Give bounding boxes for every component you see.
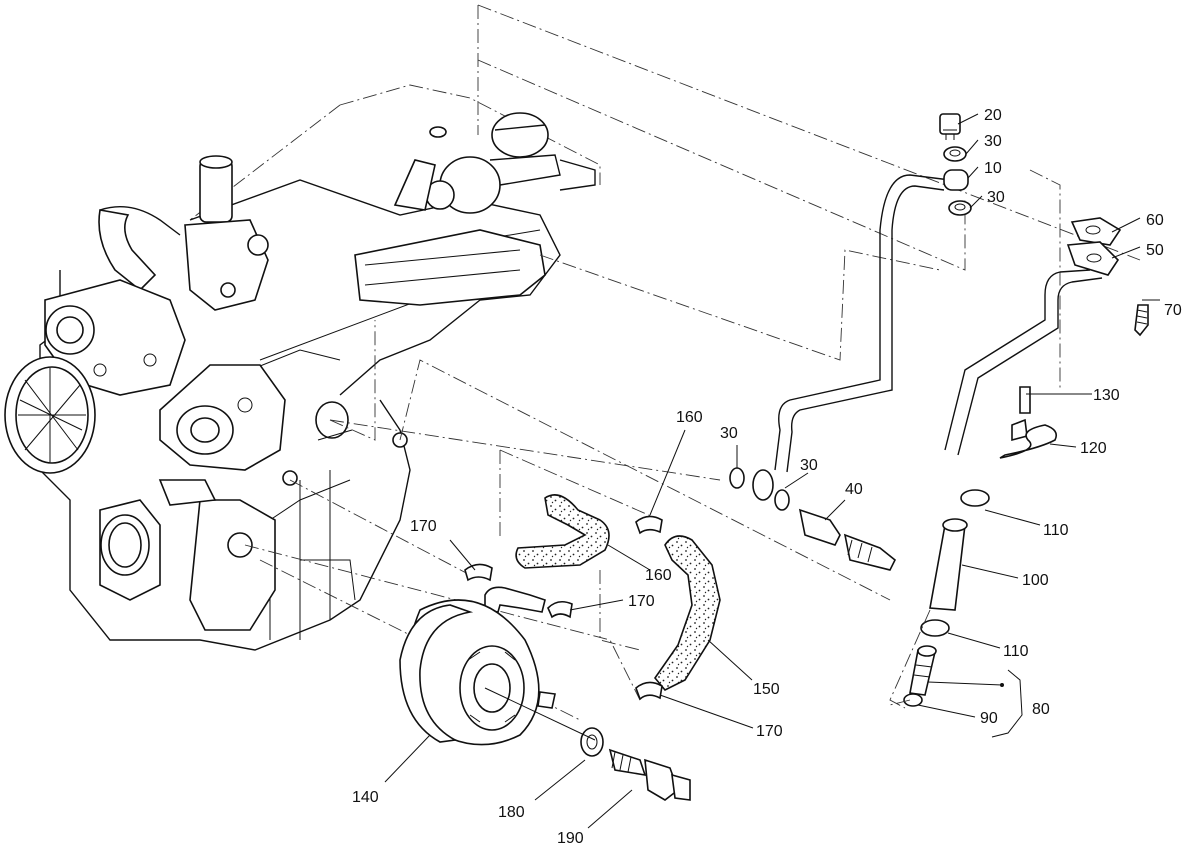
fan-pulley — [4, 356, 96, 474]
banjo-lower — [752, 469, 774, 501]
hose-150 — [653, 535, 721, 691]
callout-90: 90 — [980, 710, 998, 727]
washer-30-lower — [948, 200, 972, 216]
clamp-170-b — [635, 515, 663, 535]
callout-130: 130 — [1093, 387, 1120, 404]
flange-50 — [1066, 241, 1120, 276]
washer-30-b — [774, 489, 790, 511]
callout-60: 60 — [1146, 212, 1164, 229]
callout-40: 40 — [845, 481, 863, 498]
clamp-110-bottom — [920, 619, 950, 637]
callout-180: 180 — [498, 804, 525, 821]
callout-30-top: 30 — [984, 133, 1002, 150]
turbocharger — [393, 112, 596, 214]
callout-70: 70 — [1164, 302, 1182, 319]
callout-30-left: 30 — [720, 425, 738, 442]
callout-10: 10 — [984, 160, 1002, 177]
coolant-hoses — [399, 494, 721, 801]
callout-80: 80 — [1032, 701, 1050, 718]
washer-180 — [580, 727, 604, 757]
callout-30-lower: 30 — [987, 189, 1005, 206]
callout-120: 120 — [1080, 440, 1107, 457]
washer-30-top — [943, 146, 967, 162]
thermostat-housing — [184, 155, 269, 311]
clamp-120 — [999, 424, 1058, 459]
engine-block — [4, 84, 601, 651]
clamp-110-top — [960, 489, 990, 507]
callout-50: 50 — [1146, 242, 1164, 259]
oil-cooler-140 — [399, 599, 540, 746]
washer-30-a — [729, 467, 745, 489]
callout-110-top: 110 — [1043, 522, 1069, 539]
clamp-170-a — [464, 563, 493, 582]
union-bolt-40 — [798, 508, 841, 546]
callout-160: 160 — [645, 567, 672, 584]
water-pump — [44, 279, 186, 396]
gasket-60 — [1070, 217, 1122, 246]
callout-170-bottom: 170 — [756, 723, 783, 740]
oil-return-pipe — [889, 217, 1149, 709]
hose-160 — [515, 494, 610, 569]
callout-190: 190 — [557, 830, 584, 847]
bolt-70 — [1134, 304, 1149, 337]
callout-30-right: 30 — [800, 457, 818, 474]
oil-cooler-mount — [159, 364, 286, 471]
bolt-130 — [1019, 386, 1031, 414]
callout-170-top: 160 — [676, 409, 703, 426]
banjo-10 — [943, 169, 969, 191]
hose-100 — [929, 524, 966, 611]
callout-20: 20 — [984, 107, 1002, 124]
callout-170-mid: 170 — [628, 593, 655, 610]
callout-labels: 20 30 10 30 60 50 70 130 120 110 100 110… — [352, 107, 1182, 847]
nipple-80 — [909, 649, 936, 696]
clamp-170-d — [635, 681, 663, 701]
callout-100: 100 — [1022, 572, 1049, 589]
clamp-170-c — [547, 600, 573, 619]
banjo-bolt-20 — [939, 113, 961, 135]
oil-feed-pipe — [729, 113, 972, 571]
callout-leaders — [384, 113, 1160, 829]
connector-bolt-190 — [608, 748, 691, 801]
callout-150: 150 — [753, 681, 780, 698]
callout-140: 140 — [352, 789, 379, 806]
callout-110-bottom: 110 — [1003, 643, 1029, 660]
o-ring-90 — [903, 693, 923, 707]
callout-170-left: 170 — [410, 518, 437, 535]
